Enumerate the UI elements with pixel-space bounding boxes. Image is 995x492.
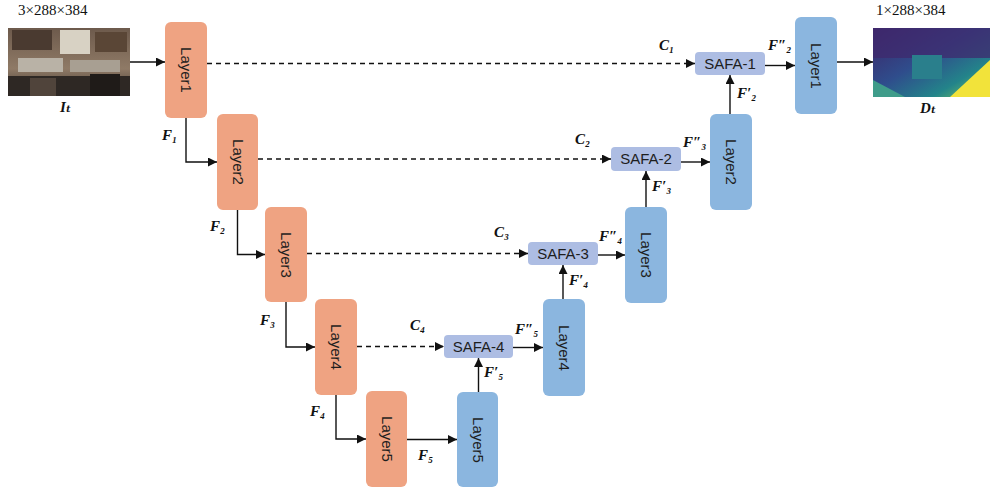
module-name: SAFA-2	[620, 151, 672, 168]
skip-connection	[307, 253, 528, 254]
decoder-layer: Layer5	[457, 392, 498, 487]
feature-name: F′₂	[737, 85, 756, 102]
tensor-size: 1×288×384	[876, 2, 945, 19]
feature-name: F′₅	[484, 364, 503, 381]
feature-name: F₃	[260, 312, 275, 329]
feature-arrow	[286, 302, 315, 347]
feature-arrow	[407, 439, 457, 440]
layer-name: Layer1	[178, 47, 195, 93]
depth-object	[912, 55, 942, 79]
feature-name: F₄	[310, 403, 325, 420]
chair	[30, 78, 56, 96]
safa-module: SAFA-1	[695, 52, 765, 75]
feature-arrow	[729, 75, 730, 114]
output-arrow	[837, 61, 873, 62]
safa-module: SAFA-3	[528, 242, 598, 265]
feature-name: F″₃	[683, 134, 707, 151]
feature-arrow	[238, 210, 266, 255]
feature-arrow	[598, 254, 625, 255]
layer-name: Layer4	[556, 325, 573, 371]
depth-near	[950, 60, 990, 97]
module-name: SAFA-1	[704, 55, 756, 72]
skip-feature-name: C₄	[410, 317, 425, 334]
image-symbol: Dₜ	[920, 100, 936, 117]
layer-name: Layer3	[638, 232, 655, 278]
feature-name: F″₅	[515, 321, 539, 338]
layer-name: Layer5	[378, 416, 395, 462]
decoder-layer: Layer3	[625, 207, 667, 303]
cabinet	[12, 30, 52, 50]
tensor-size: 3×288×384	[18, 2, 87, 19]
skip-feature-name: C₃	[494, 224, 509, 241]
skip-connection	[207, 63, 695, 64]
feature-name: F₂	[210, 218, 225, 235]
input-arrow	[130, 61, 165, 62]
feature-arrow	[765, 65, 795, 66]
window-light	[60, 30, 90, 54]
layer-name: Layer5	[469, 417, 486, 463]
feature-name: F′₄	[569, 272, 588, 289]
layer-name: Layer2	[723, 139, 740, 185]
feature-arrow	[645, 171, 646, 207]
photo-ground	[8, 28, 130, 96]
image-symbol: Iₜ	[60, 99, 71, 116]
safa-module: SAFA-4	[444, 335, 513, 358]
counter	[70, 60, 120, 72]
feature-arrow	[186, 118, 217, 162]
layer-name: Layer1	[808, 43, 825, 89]
feature-arrow	[478, 358, 479, 392]
feature-name: F″₂	[768, 37, 792, 54]
feature-name: F′₃	[652, 178, 671, 195]
decoder-layer: Layer4	[543, 299, 585, 396]
cabinet	[95, 32, 127, 52]
feature-arrow	[562, 265, 563, 299]
encoder-layer: Layer4	[315, 299, 357, 395]
encoder-layer: Layer1	[165, 22, 207, 118]
feature-arrow	[336, 395, 366, 439]
decoder-layer: Layer1	[795, 17, 837, 114]
skip-feature-name: C₂	[575, 131, 590, 148]
decoder-layer: Layer2	[710, 114, 752, 210]
skip-feature-name: C₁	[659, 37, 674, 54]
depth-near	[873, 80, 905, 97]
encoder-layer: Layer2	[217, 114, 258, 210]
feature-arrow	[681, 161, 710, 162]
module-name: SAFA-3	[537, 245, 589, 262]
feature-name: F₁	[162, 127, 177, 144]
encoder-layer: Layer5	[366, 391, 407, 487]
layer-name: Layer4	[328, 324, 345, 370]
depth-far	[873, 28, 990, 58]
depth-map	[873, 28, 990, 97]
safa-module: SAFA-2	[611, 147, 681, 171]
layer-name: Layer2	[229, 139, 246, 185]
depth-ground	[873, 28, 990, 97]
counter	[18, 58, 63, 72]
skip-connection	[357, 346, 444, 347]
module-name: SAFA-4	[453, 338, 505, 355]
feature-name: F₅	[418, 447, 433, 464]
layer-name: Layer3	[278, 232, 295, 278]
chair	[90, 74, 120, 96]
input-image	[8, 28, 130, 96]
skip-connection	[258, 158, 611, 159]
encoder-layer: Layer3	[265, 207, 307, 302]
feature-arrow	[513, 347, 543, 348]
feature-name: F″₄	[599, 228, 623, 245]
